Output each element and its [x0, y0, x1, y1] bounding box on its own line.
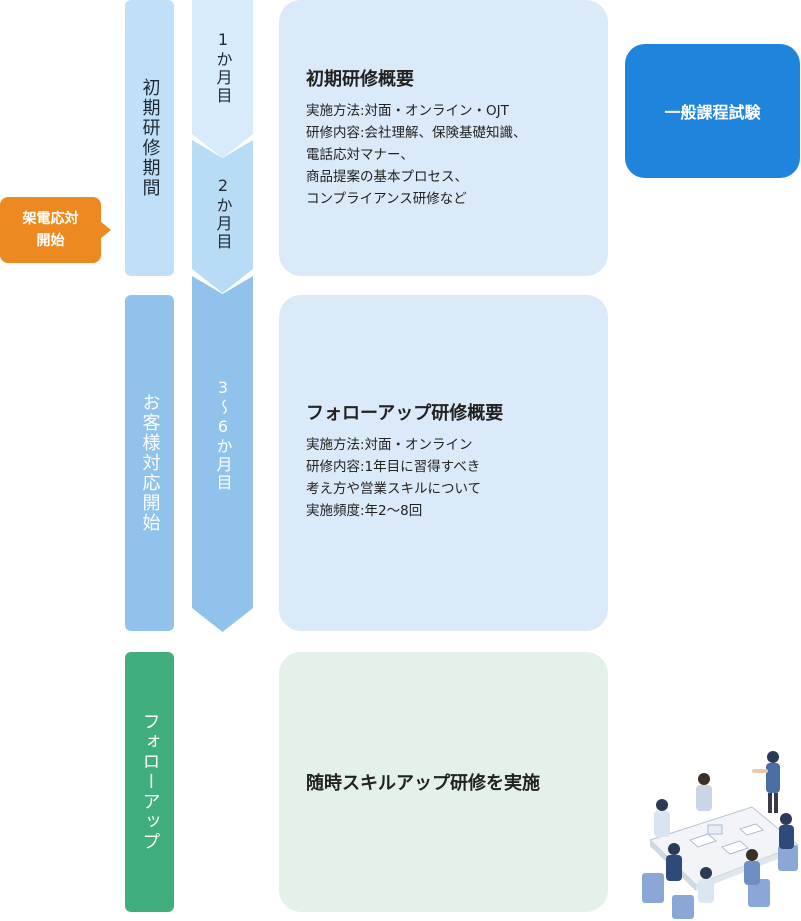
- phase-initial-training: 初期研修期間: [125, 0, 174, 276]
- follow-up-training-title: フォローアップ研修概要: [306, 403, 504, 424]
- call-start-callout: 架電応対 開始: [0, 197, 101, 263]
- callout-pointer: [100, 221, 111, 239]
- initial-training-box: 初期研修概要 実施方法:対面・オンライン・OJT 研修内容:会社理解、保険基礎知…: [279, 0, 608, 276]
- follow-up-training-box: フォローアップ研修概要 実施方法:対面・オンライン 研修内容:1年目に習得すべき…: [279, 295, 608, 631]
- skill-up-box: 随時スキルアップ研修を実施: [279, 652, 608, 912]
- initial-line: 電話応対マナー、: [306, 147, 414, 163]
- month-2-chevron: 2か月目: [192, 140, 253, 293]
- call-start-line1: 架電応対: [22, 211, 79, 227]
- initial-line: コンプライアンス研修など: [306, 191, 467, 207]
- initial-training-title: 初期研修概要: [306, 69, 414, 90]
- phase-follow-up: フォローアップ: [125, 652, 174, 912]
- month-2-label: 2か月目: [213, 176, 233, 251]
- month-3-6-label: 3〜6か月目: [213, 378, 233, 492]
- follow-line: 実施頻度:年2〜8回: [306, 503, 423, 519]
- follow-line: 実施方法:対面・オンライン: [306, 437, 473, 453]
- meeting-people-illustration: [642, 751, 799, 919]
- exam-label: 一般課程試験: [664, 103, 761, 122]
- initial-line: 研修内容:会社理解、保険基礎知識、: [306, 125, 527, 141]
- month-1-label: 1か月目: [213, 30, 233, 105]
- month-1-chevron: 1か月目: [192, 0, 253, 158]
- general-course-exam-badge: 一般課程試験: [625, 44, 800, 178]
- call-start-line2: 開始: [36, 233, 65, 249]
- phase-customer-service-start: お客様対応開始: [125, 295, 174, 631]
- follow-line: 研修内容:1年目に習得すべき: [306, 459, 481, 475]
- initial-line: 商品提案の基本プロセス、: [306, 169, 468, 185]
- skill-up-title: 随時スキルアップ研修を実施: [306, 773, 540, 794]
- initial-line: 実施方法:対面・オンライン・OJT: [306, 103, 509, 119]
- follow-line: 考え方や営業スキルについて: [306, 481, 482, 497]
- month-3-6-chevron: 3〜6か月目: [192, 276, 253, 632]
